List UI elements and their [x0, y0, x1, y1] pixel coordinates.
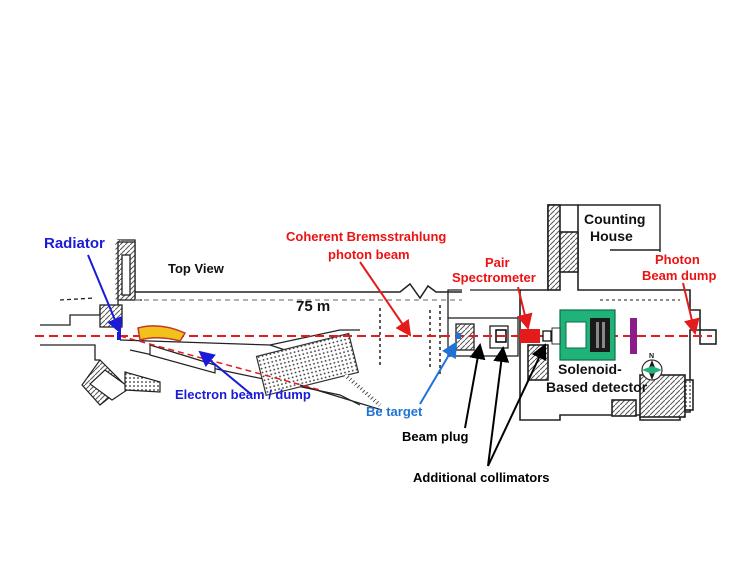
label-photon: Photon — [655, 252, 700, 267]
label-top-view: Top View — [168, 261, 224, 276]
tunnel-outline — [135, 282, 462, 375]
hall-d-building — [519, 204, 717, 421]
label-counting: Counting — [584, 211, 646, 227]
tagger-hall — [40, 239, 142, 361]
label-based-detector: Based detector — [546, 379, 648, 395]
label-beam-plug: Beam plug — [402, 429, 469, 444]
label-additional-collimators: Additional collimators — [413, 470, 550, 485]
label-coherent-brems: Coherent Bremsstrahlung — [286, 229, 447, 244]
compass-icon — [641, 359, 663, 381]
be-target-mark — [456, 333, 461, 339]
radiator-mark — [117, 332, 121, 340]
label-compass-n: N — [649, 353, 655, 360]
label-be-target: Be target — [366, 404, 423, 419]
label-electron-beam: Electron beam / dump — [175, 387, 311, 402]
collimator-cave — [447, 289, 521, 357]
solenoid-detector — [551, 309, 637, 361]
electron-dump-line — [81, 329, 383, 411]
label-house: House — [590, 228, 633, 244]
label-spectrometer: Spectrometer — [452, 270, 536, 285]
pair-spectrometer-magnet — [520, 329, 540, 343]
label-beam-dump: Beam dump — [642, 268, 717, 283]
label-solenoid: Solenoid- — [558, 361, 622, 377]
label-distance: 75 m — [296, 298, 331, 315]
label-pair: Pair — [485, 255, 510, 270]
tagger-magnet — [137, 325, 187, 342]
label-photon-beam: photon beam — [328, 247, 410, 262]
callout-arrows — [87, 254, 700, 467]
label-radiator: Radiator — [44, 235, 105, 252]
